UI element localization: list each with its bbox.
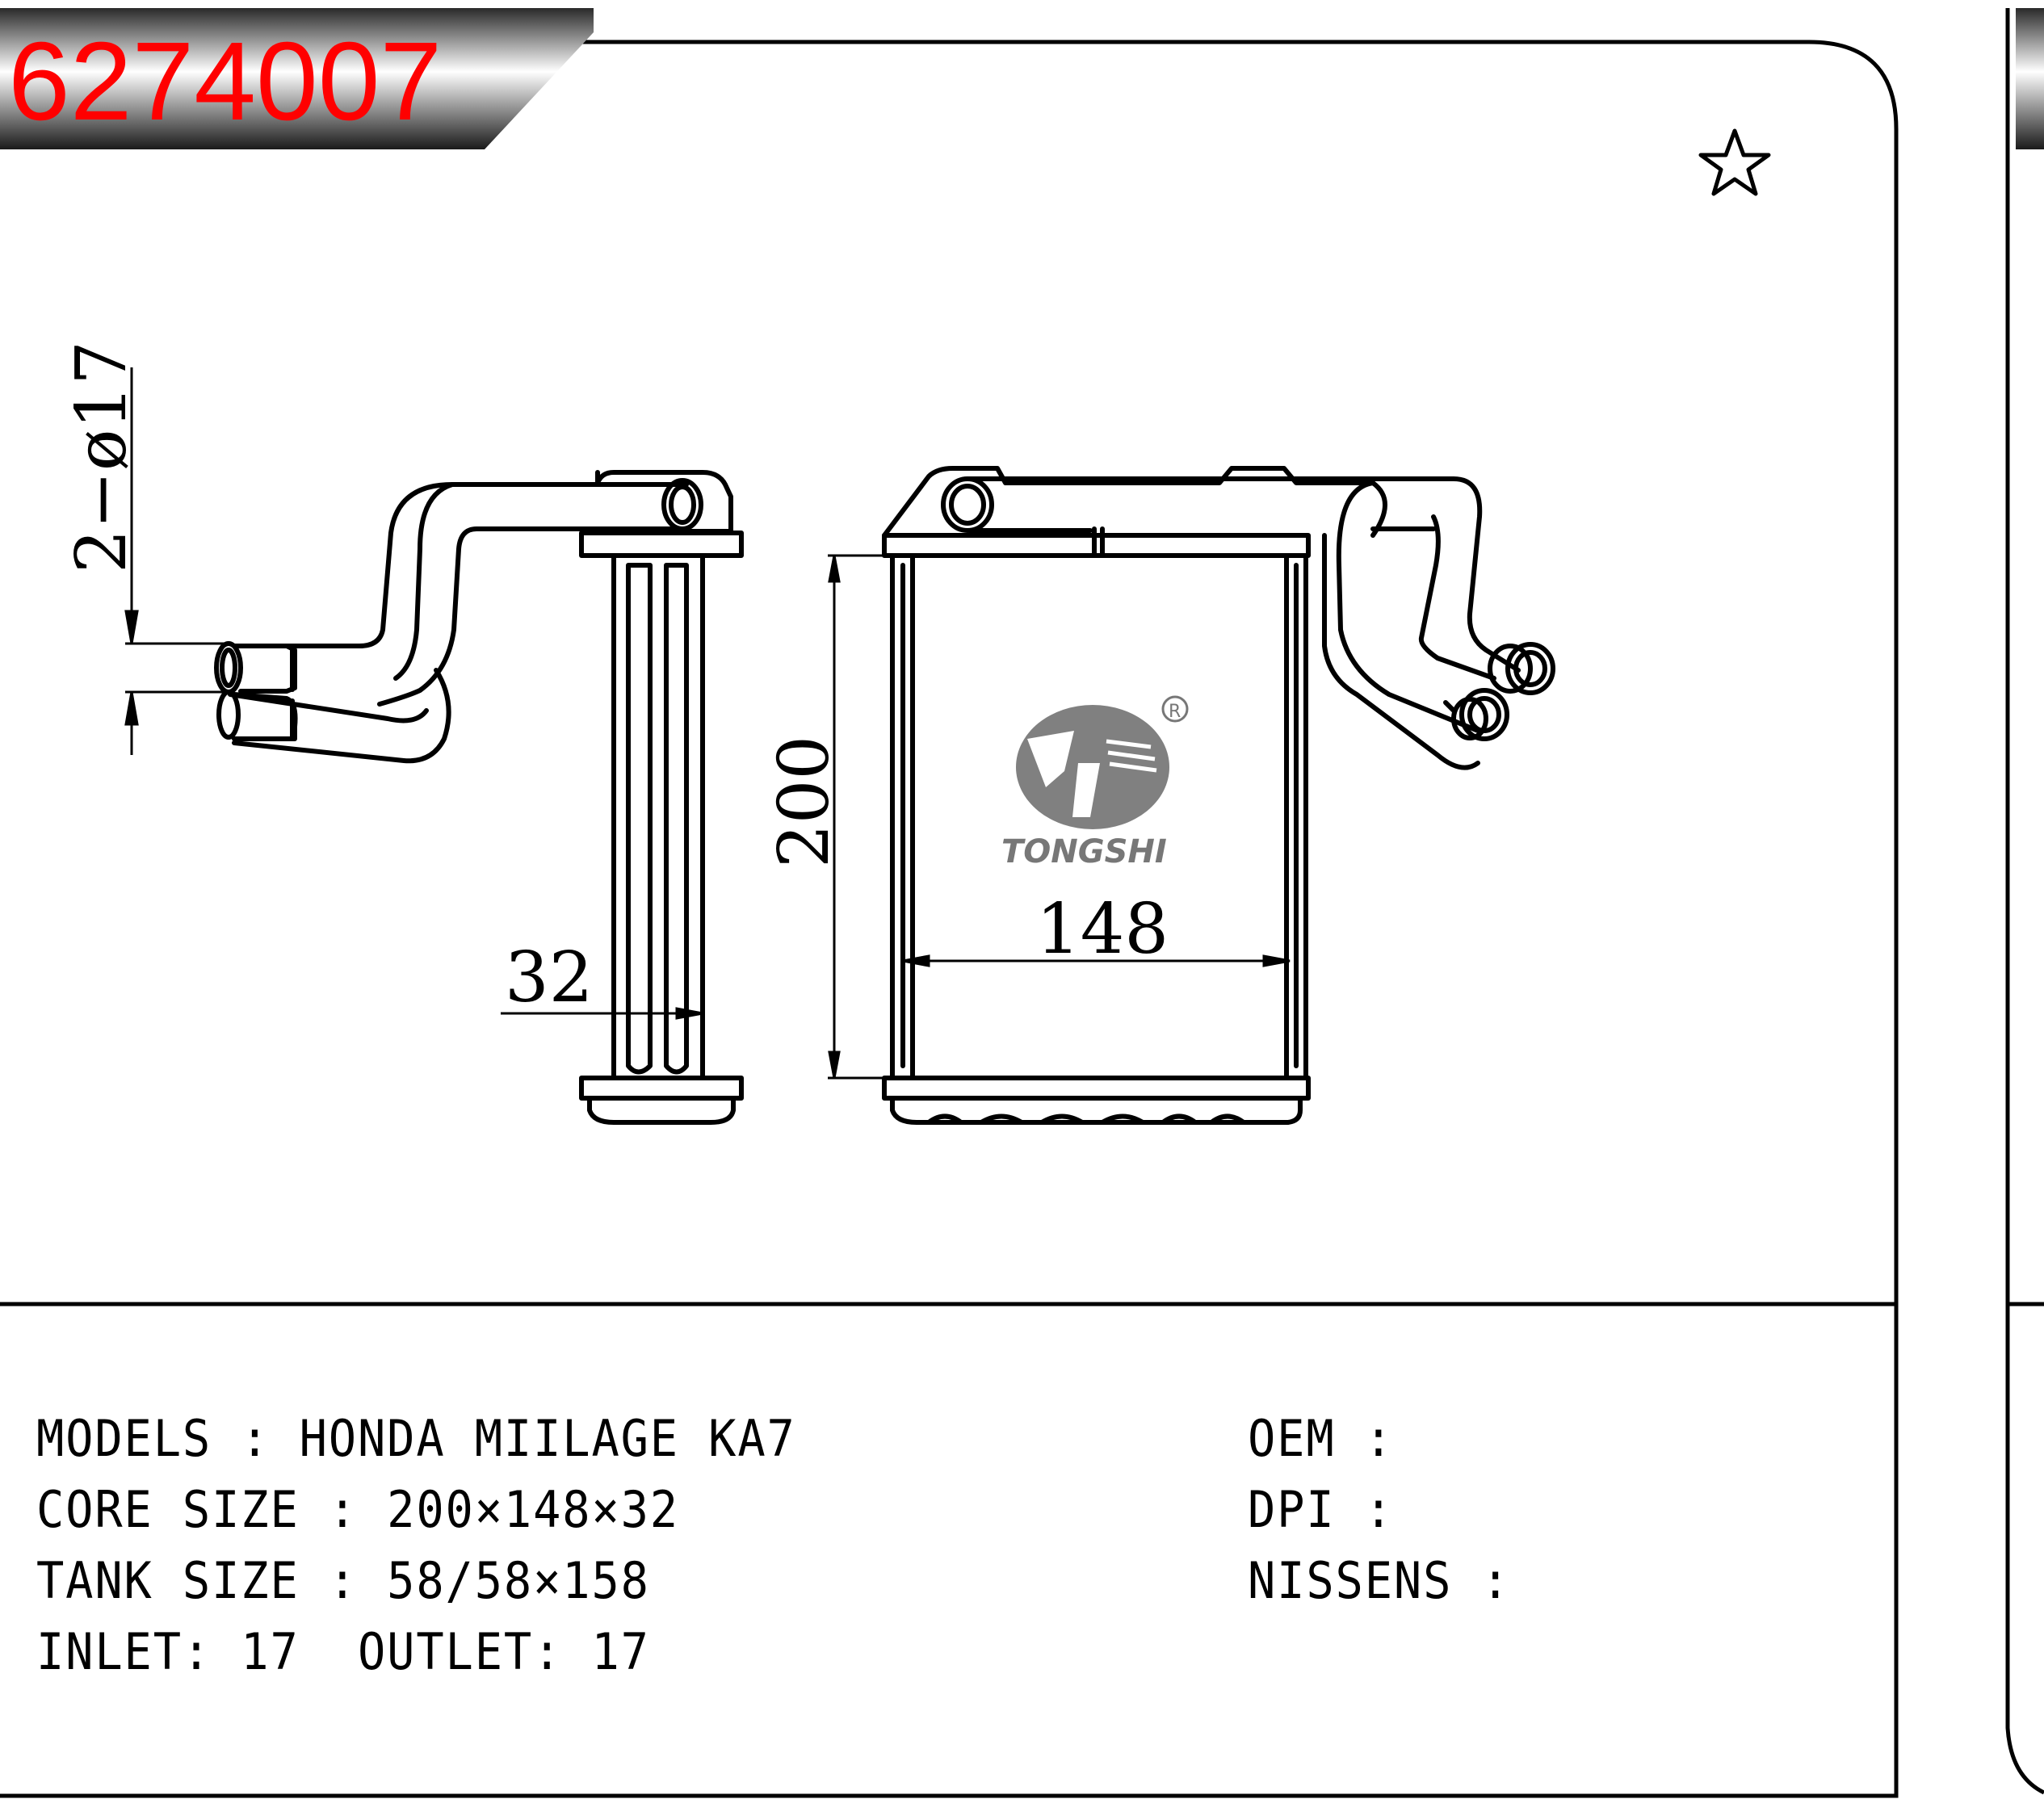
pipe-diameter-dimension: 2−ø17	[61, 341, 142, 573]
width-dimension: 148	[1036, 889, 1169, 970]
next-card-edge	[2005, 8, 2044, 1795]
star-outline-icon[interactable]	[1698, 128, 1771, 196]
height-dimension: 200	[764, 736, 845, 868]
svg-text:R: R	[1169, 702, 1181, 722]
side-view	[214, 470, 744, 1125]
title-banner: 6274007	[0, 8, 594, 149]
main-frame	[0, 40, 1899, 1798]
front-view	[882, 466, 1555, 1125]
part-number: 6274007	[8, 19, 442, 144]
side-dimensions	[124, 367, 703, 1020]
tongshi-logo-icon: TONGSHI	[1001, 705, 1169, 870]
depth-dimension: 32	[505, 937, 593, 1018]
registered-icon: R	[1161, 695, 1189, 723]
brand-name: TONGSHI	[1001, 833, 1167, 870]
front-dimensions	[828, 554, 1291, 1080]
